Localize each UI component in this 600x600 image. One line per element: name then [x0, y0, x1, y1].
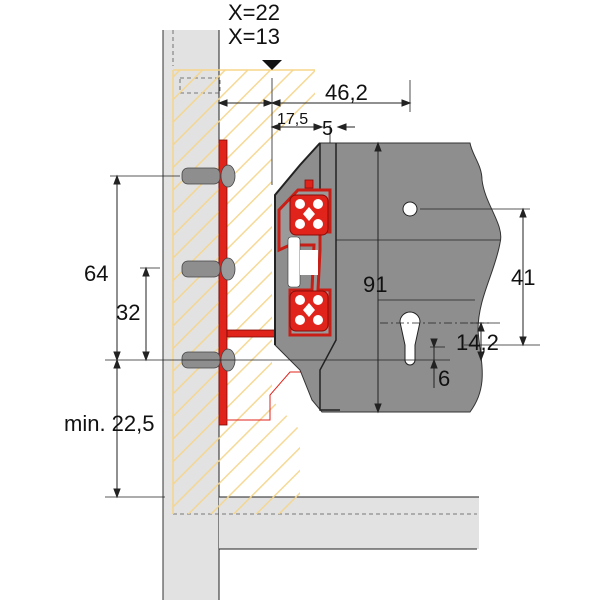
- position-marker-icon: [262, 60, 282, 70]
- dim-32: 32: [116, 300, 140, 325]
- dimension-lines: [113, 99, 527, 499]
- screws: [181, 164, 236, 372]
- rollers-bottom: [295, 295, 323, 325]
- rollers-top: [295, 199, 323, 229]
- screw-middle: [181, 257, 236, 281]
- dim-14-2: 14,2: [456, 330, 499, 355]
- dim-64: 64: [84, 261, 108, 286]
- dim-41: 41: [511, 265, 535, 290]
- label-x13: X=13: [228, 24, 280, 49]
- dim-5: 5: [322, 118, 333, 140]
- reference-lines: [105, 78, 540, 498]
- dim-min-22-5: min. 22,5: [64, 411, 155, 436]
- dim-6: 6: [438, 366, 450, 391]
- dim-17-5: 17,5: [277, 111, 308, 128]
- runner-profile: [277, 179, 332, 337]
- dim-91: 91: [363, 272, 387, 297]
- screw-top: [181, 164, 236, 188]
- dim-46-2: 46,2: [325, 80, 368, 105]
- label-x22: X=22: [228, 0, 280, 25]
